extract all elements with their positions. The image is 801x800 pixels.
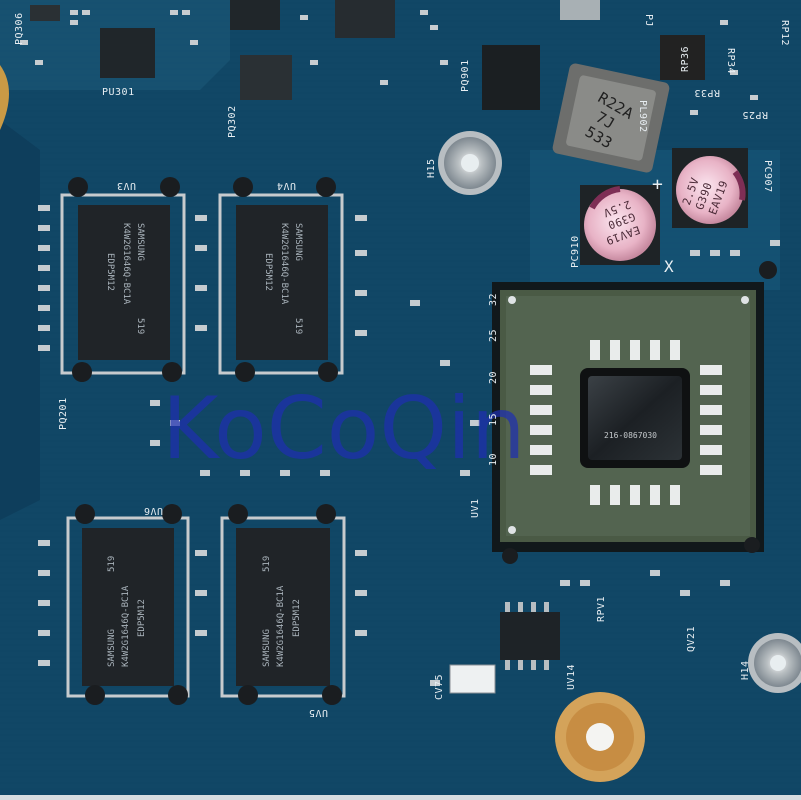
label-uv14: UV14	[566, 664, 577, 690]
screw-hole-h14	[748, 633, 801, 693]
ram1-line4: EDP5M12	[105, 253, 115, 291]
ram2-line1: SAMSUNG	[293, 223, 303, 261]
label-h14: H14	[740, 660, 751, 680]
ram4-line1: SAMSUNG	[262, 629, 272, 667]
ram3-line1: SAMSUNG	[107, 629, 117, 667]
label-pl902: PL902	[637, 100, 648, 133]
ram2-line4: EDP5M12	[263, 253, 273, 291]
ram1-line3: K4W2G1646Q-BC1A	[121, 223, 131, 305]
label-pq306: PQ306	[14, 12, 25, 45]
label-pq901: PQ901	[460, 59, 471, 92]
label-pj: PJ	[643, 14, 654, 27]
label-pc907: PC907	[762, 160, 773, 193]
label-row-32: 32	[488, 293, 499, 306]
label-uv1: UV1	[470, 498, 481, 518]
label-cv75: CV75	[434, 674, 445, 700]
ram-chip-uv6: SAMSUNG 519 K4W2G1646Q-BC1A EDP5M12	[220, 504, 346, 705]
label-pu301: PU301	[102, 87, 135, 98]
label-plus: +	[652, 174, 663, 195]
gpu-die-text: 216-0867030	[604, 431, 657, 440]
label-h15: H15	[426, 158, 437, 178]
connector-cv75	[449, 664, 496, 694]
ram-chip-uv3: SAMSUNG 519 K4W2G1646Q-BC1A EDP5M12	[60, 177, 186, 382]
screw-hole-h15	[438, 131, 502, 195]
label-rp36: RP36	[680, 46, 691, 72]
watermark: KoCoQin	[162, 379, 525, 479]
ram-chip-uv5: SAMSUNG 519 K4W2G1646Q-BC1A EDP5M12	[66, 504, 190, 705]
ram2-line3: K4W2G1646Q-BC1A	[279, 223, 289, 305]
label-row-15: 15	[488, 413, 499, 426]
ram3-line2: 519	[107, 556, 117, 572]
label-row-10: 10	[488, 453, 499, 466]
label-rp33: RP33	[694, 87, 720, 98]
ram4-line2: 519	[262, 556, 272, 572]
label-x: X	[664, 257, 674, 276]
ram2-line2: 519	[293, 318, 303, 334]
label-rpv1: RPV1	[596, 596, 607, 622]
label-row-25: 25	[488, 329, 499, 342]
edge-pad	[0, 65, 9, 130]
label-uv6: UV6	[143, 505, 163, 516]
label-pq201: PQ201	[58, 397, 69, 430]
ram4-line4: EDP5M12	[292, 599, 302, 637]
copper-pad-ring	[555, 692, 645, 782]
passive-components	[38, 205, 780, 686]
small-ic-uv14	[500, 602, 560, 670]
ram3-line4: EDP5M12	[137, 599, 147, 637]
capacitor-pc907: 2.5V G390 EAV19	[672, 148, 748, 228]
ram4-line3: K4W2G1646Q-BC1A	[276, 585, 286, 667]
top-components	[20, 0, 758, 115]
inductor-pl902: R22A 7J 533	[552, 63, 670, 173]
ram1-line2: 519	[135, 318, 145, 334]
gpu-chip-uv1: 216-0867030	[492, 282, 764, 552]
label-rp34: RP34	[725, 48, 736, 74]
label-pq302: PQ302	[227, 105, 238, 138]
ram3-line3: K4W2G1646Q-BC1A	[121, 585, 131, 667]
ram-chip-uv4: SAMSUNG 519 K4W2G1646Q-BC1A EDP5M12	[218, 177, 344, 382]
label-pc910: PC910	[570, 235, 581, 268]
label-rp12: RP12	[779, 20, 790, 46]
ram1-line1: SAMSUNG	[135, 223, 145, 261]
label-rp25: RP25	[742, 109, 768, 120]
label-row-20: 20	[488, 371, 499, 384]
capacitor-pc910: EAV19 G390 2.5V	[580, 185, 660, 265]
label-uv3: UV3	[116, 180, 136, 191]
label-qv21: QV21	[686, 626, 697, 652]
label-uv4: UV4	[276, 180, 296, 191]
label-uv5: UV5	[308, 707, 328, 718]
